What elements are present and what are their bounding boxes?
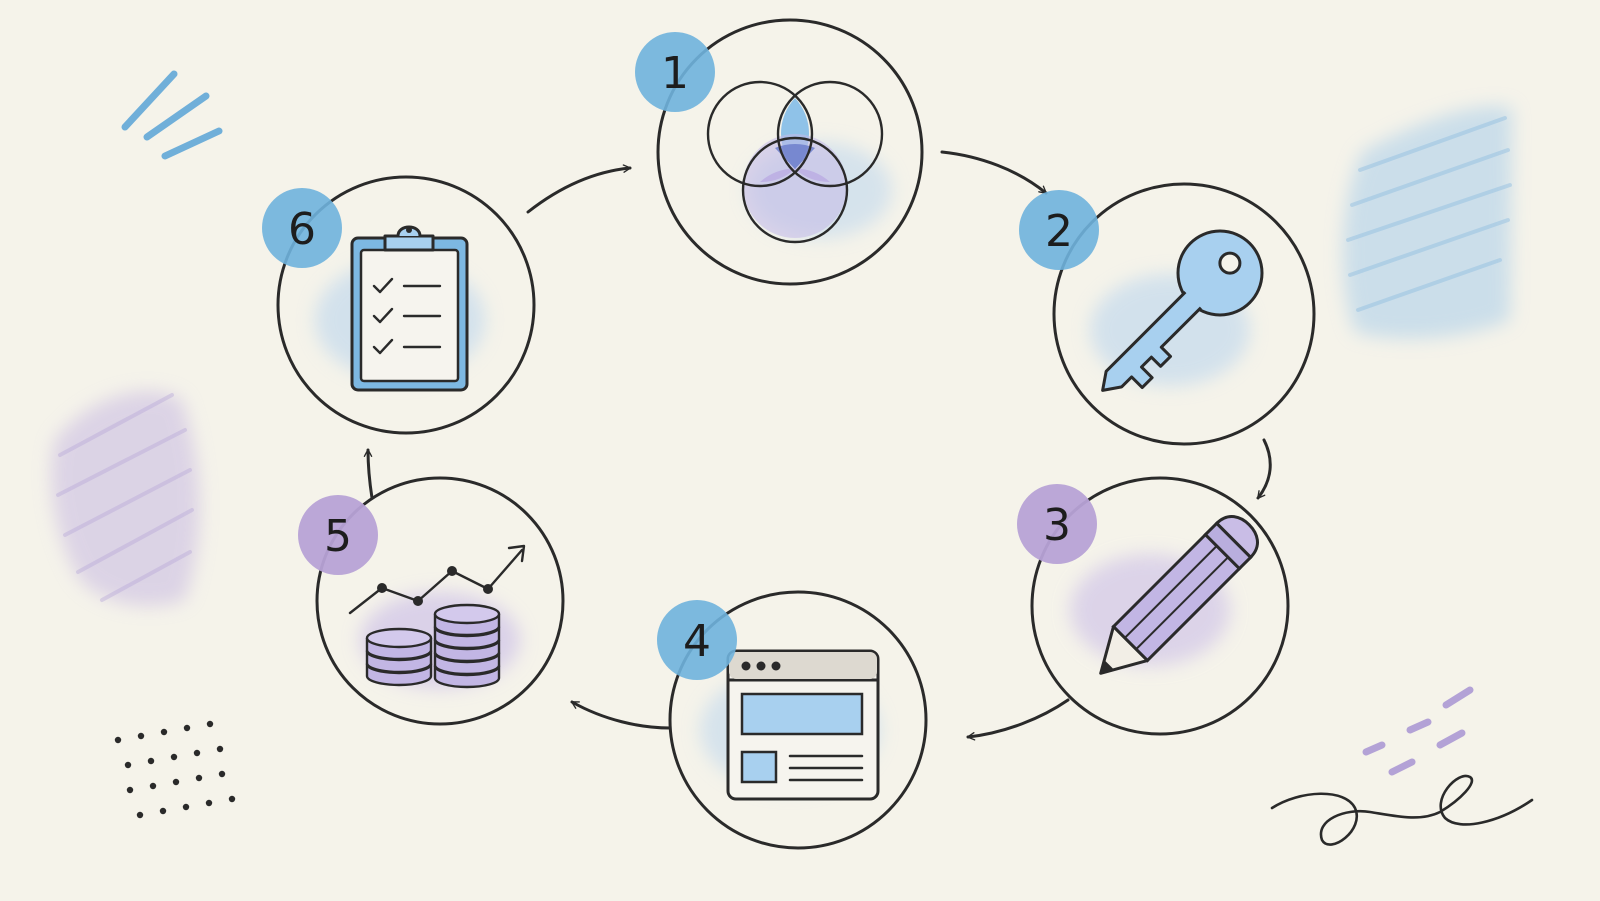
step-2: 2 xyxy=(1019,182,1316,446)
step-4-circle xyxy=(668,590,928,850)
arrow-2-to-3 xyxy=(1256,438,1272,500)
step-6-number: 6 xyxy=(288,204,316,255)
arrow-3-to-4 xyxy=(966,698,1070,741)
step-5-number: 5 xyxy=(324,511,352,562)
purple-dashes-icon xyxy=(1362,686,1474,776)
step-4-badge: 4 xyxy=(657,600,737,680)
step-3-circle xyxy=(1030,476,1290,736)
step-5-circle xyxy=(315,476,565,726)
step-3: 3 xyxy=(1017,476,1290,736)
blue-strokes-icon xyxy=(121,70,223,160)
step-2-badge: 2 xyxy=(1019,190,1099,270)
step-1-circle xyxy=(656,18,924,286)
arrow-4-to-5 xyxy=(570,700,672,730)
arrow-1-to-2 xyxy=(940,150,1048,195)
step-6-circle xyxy=(276,175,536,435)
step-1-badge: 1 xyxy=(635,32,715,112)
purple-scribble-icon xyxy=(51,391,200,606)
step-6: 6 xyxy=(262,175,536,435)
browser-window-icon xyxy=(726,649,880,801)
clipboard-checklist-icon xyxy=(350,225,469,392)
step-1: 1 xyxy=(635,18,924,286)
step-5-badge: 5 xyxy=(298,495,378,575)
step-6-badge: 6 xyxy=(262,188,342,268)
pencil-icon xyxy=(1099,515,1259,675)
step-5: 5 xyxy=(298,476,565,726)
arrow-5-to-6 xyxy=(363,448,374,500)
venn-diagram-icon xyxy=(706,80,884,244)
step-1-number: 1 xyxy=(661,48,689,99)
arrow-6-to-1 xyxy=(526,164,632,214)
coins-growth-chart-icon xyxy=(348,544,526,689)
step-3-number: 3 xyxy=(1043,500,1071,551)
blue-scribble-icon xyxy=(1342,106,1512,339)
step-4: 4 xyxy=(657,590,928,850)
step-4-number: 4 xyxy=(683,616,711,667)
dot-grid-icon xyxy=(114,720,236,819)
step-2-number: 2 xyxy=(1045,206,1073,257)
key-icon xyxy=(1101,229,1264,392)
flow-arrows xyxy=(363,150,1272,741)
squiggle-line-icon xyxy=(1270,774,1534,846)
step-3-badge: 3 xyxy=(1017,484,1097,564)
step-2-circle xyxy=(1052,182,1316,446)
